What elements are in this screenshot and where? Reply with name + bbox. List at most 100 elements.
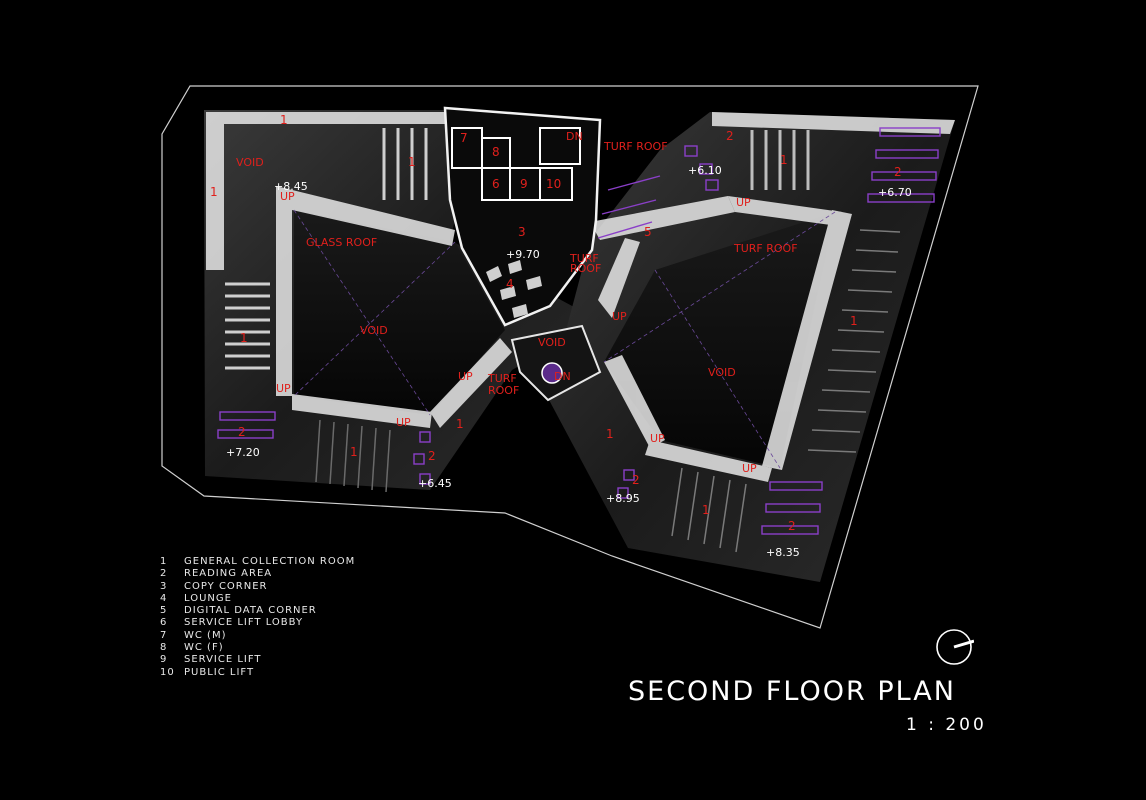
lower-left-shelves [315,419,391,493]
turf-roof-label: TURF ROOF [733,242,798,255]
level-marker: +8.95 [606,492,640,505]
room-number: 1 [780,153,788,167]
legend-number: 9 [160,654,168,666]
turf-roof-label: TURF [487,372,517,385]
drawing-scale: 1 : 200 [906,715,987,735]
legend-number: 1 [160,556,168,567]
room-number: 4 [506,277,514,291]
legend-item: 4 LOUNGE [160,593,355,605]
room-number: 2 [632,473,640,487]
void-label: VOID [708,366,736,379]
site-boundary [161,85,979,629]
legend-label: DIGITAL DATA CORNER [184,605,317,617]
legend-label: WC (M) [184,629,227,641]
right-void [604,212,835,468]
lounge-seats [486,260,542,318]
room-number: 5 [644,225,652,239]
legend-item: 3 COPY CORNER [160,581,355,593]
room-number: 2 [238,425,246,439]
central-core [443,106,602,327]
left-bookshelves [225,128,428,370]
dn-label: DN [566,130,583,143]
spiral-stair [541,362,563,384]
north-arrow-icon [936,629,974,665]
room-number: 1 [408,155,416,169]
legend-label: SERVICE LIFT [184,654,262,666]
legend-number: 7 [160,629,168,641]
level-marker: +8.35 [766,546,800,559]
up-label: UP [396,416,411,429]
plan-labels: 1 1 1 1 1 1 1 1 1 1 2 2 2 2 2 2 3 4 5 6 … [210,113,912,559]
level-marker: +6.10 [688,164,722,177]
void-label: VOID [360,324,388,337]
glass-roof-label: GLASS ROOF [306,236,377,249]
turf-roof-label: TURF [569,252,599,265]
legend-label: PUBLIC LIFT [184,666,255,678]
up-label: UP [276,382,291,395]
up-label: UP [650,432,665,445]
room-number: 8 [492,145,500,159]
up-label: UP [736,196,751,209]
turf-roof-label: ROOF [570,262,601,275]
core-rooms [451,127,581,201]
drawing-title: SECOND FLOOR PLAN [628,676,956,707]
room-number: 9 [520,177,528,191]
legend-label: READING AREA [184,568,273,580]
legend-item: 5 DIGITAL DATA CORNER [160,605,355,617]
legend-item: 6 SERVICE LIFT LOBBY [160,617,355,629]
left-wing-walls [206,112,512,428]
legend-item: 9 SERVICE LIFT [160,654,355,666]
legend-label: WC (F) [184,642,224,654]
up-label: UP [280,190,295,203]
right-bookshelves [750,130,810,190]
room-number: 2 [726,129,734,143]
level-marker: +6.45 [418,477,452,490]
right-wing-shelves [671,229,901,553]
room-number: 2 [428,449,436,463]
up-label: UP [612,310,627,323]
room-number: 7 [460,131,468,145]
legend-number: 5 [160,605,168,617]
legend-item: 8 WC (F) [160,642,355,654]
room-number: 10 [546,177,561,191]
room-number: 1 [240,331,248,345]
legend-label: COPY CORNER [184,580,268,592]
legend-number: 2 [160,568,168,580]
room-number: 1 [702,503,710,517]
room-number: 6 [492,177,500,191]
room-number: 1 [850,314,858,328]
legend-number: 4 [160,592,168,604]
left-void [294,210,505,415]
legend-item: 7 WC (M) [160,630,355,642]
legend-number: 8 [160,642,168,654]
legend-label: SERVICE LIFT LOBBY [184,617,304,629]
turf-roof-label: TURF ROOF [603,140,668,153]
legend-label: LOUNGE [184,592,232,604]
room-number: 1 [210,185,218,199]
legend-item: 10 PUBLIC LIFT [160,667,355,679]
legend-number: 3 [160,580,168,592]
room-number: 3 [518,225,526,239]
up-label: UP [742,462,757,475]
room-number: 1 [280,113,288,127]
level-marker: +9.70 [506,248,540,261]
room-number: 2 [894,165,902,179]
room-number: 1 [456,417,464,431]
level-marker: +8.45 [274,180,308,193]
legend-number: 6 [160,617,168,629]
middle-link [510,324,602,402]
void-diagonals [293,209,836,469]
void-label: VOID [236,156,264,169]
legend-item: 2 READING AREA [160,568,355,580]
room-number: 1 [606,427,614,441]
room-number: 1 [350,445,358,459]
dn-label: DN [554,370,571,383]
void-label: VOID [538,336,566,349]
level-marker: +7.20 [226,446,260,459]
legend-number: 10 [160,666,175,678]
level-marker: +6.70 [878,186,912,199]
reading-furniture [217,127,941,535]
